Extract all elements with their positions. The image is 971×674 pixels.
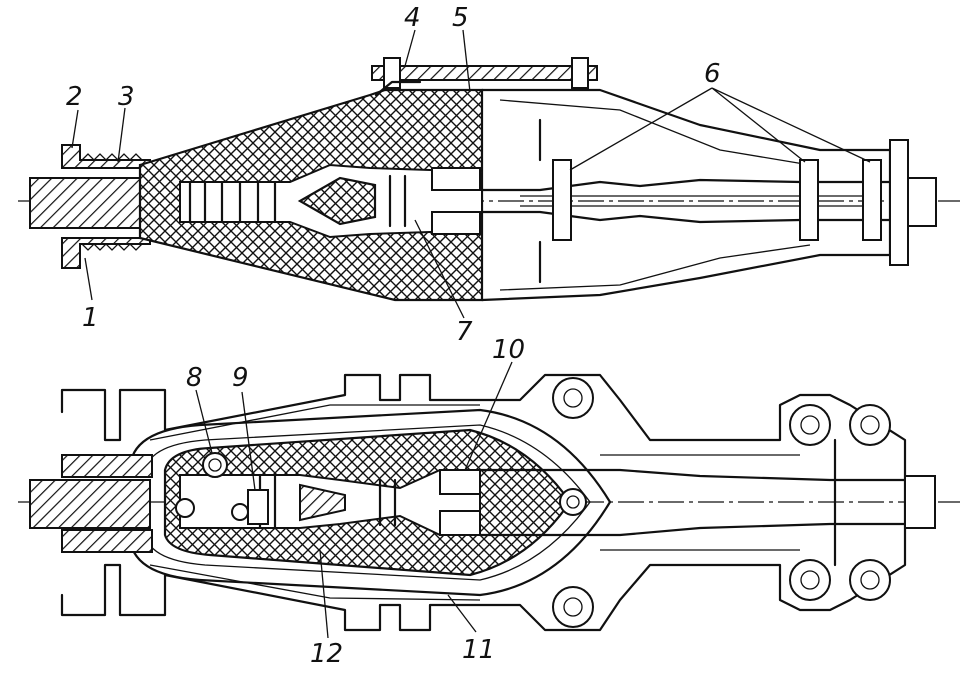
callout-8: 8 <box>186 363 203 393</box>
top-flange <box>371 65 598 81</box>
bottom-view <box>18 373 960 632</box>
callout-6: 6 <box>704 59 721 89</box>
top-housing-outline <box>480 88 892 302</box>
callout-3: 3 <box>118 82 135 112</box>
bottom-cable-core <box>29 479 151 529</box>
top-bolt <box>862 159 882 241</box>
callout-4: 4 <box>404 3 421 33</box>
part-8-washer <box>202 452 228 478</box>
callout-5: 5 <box>452 3 469 33</box>
top-view <box>18 57 960 302</box>
top-bolt <box>799 159 819 241</box>
top-cable-core <box>29 177 161 229</box>
leader-lines <box>71 29 871 639</box>
callout-11: 11 <box>462 635 495 665</box>
callout-2: 2 <box>66 82 83 112</box>
callout-7: 7 <box>456 317 473 347</box>
bottom-nuts <box>552 377 891 628</box>
callout-10: 10 <box>492 335 525 365</box>
top-threaded-sleeve <box>61 144 151 169</box>
callout-1: 1 <box>82 303 99 333</box>
callout-12: 12 <box>310 639 343 669</box>
top-bolt <box>552 159 572 241</box>
callout-9: 9 <box>232 363 249 393</box>
part-9-block <box>247 489 269 525</box>
